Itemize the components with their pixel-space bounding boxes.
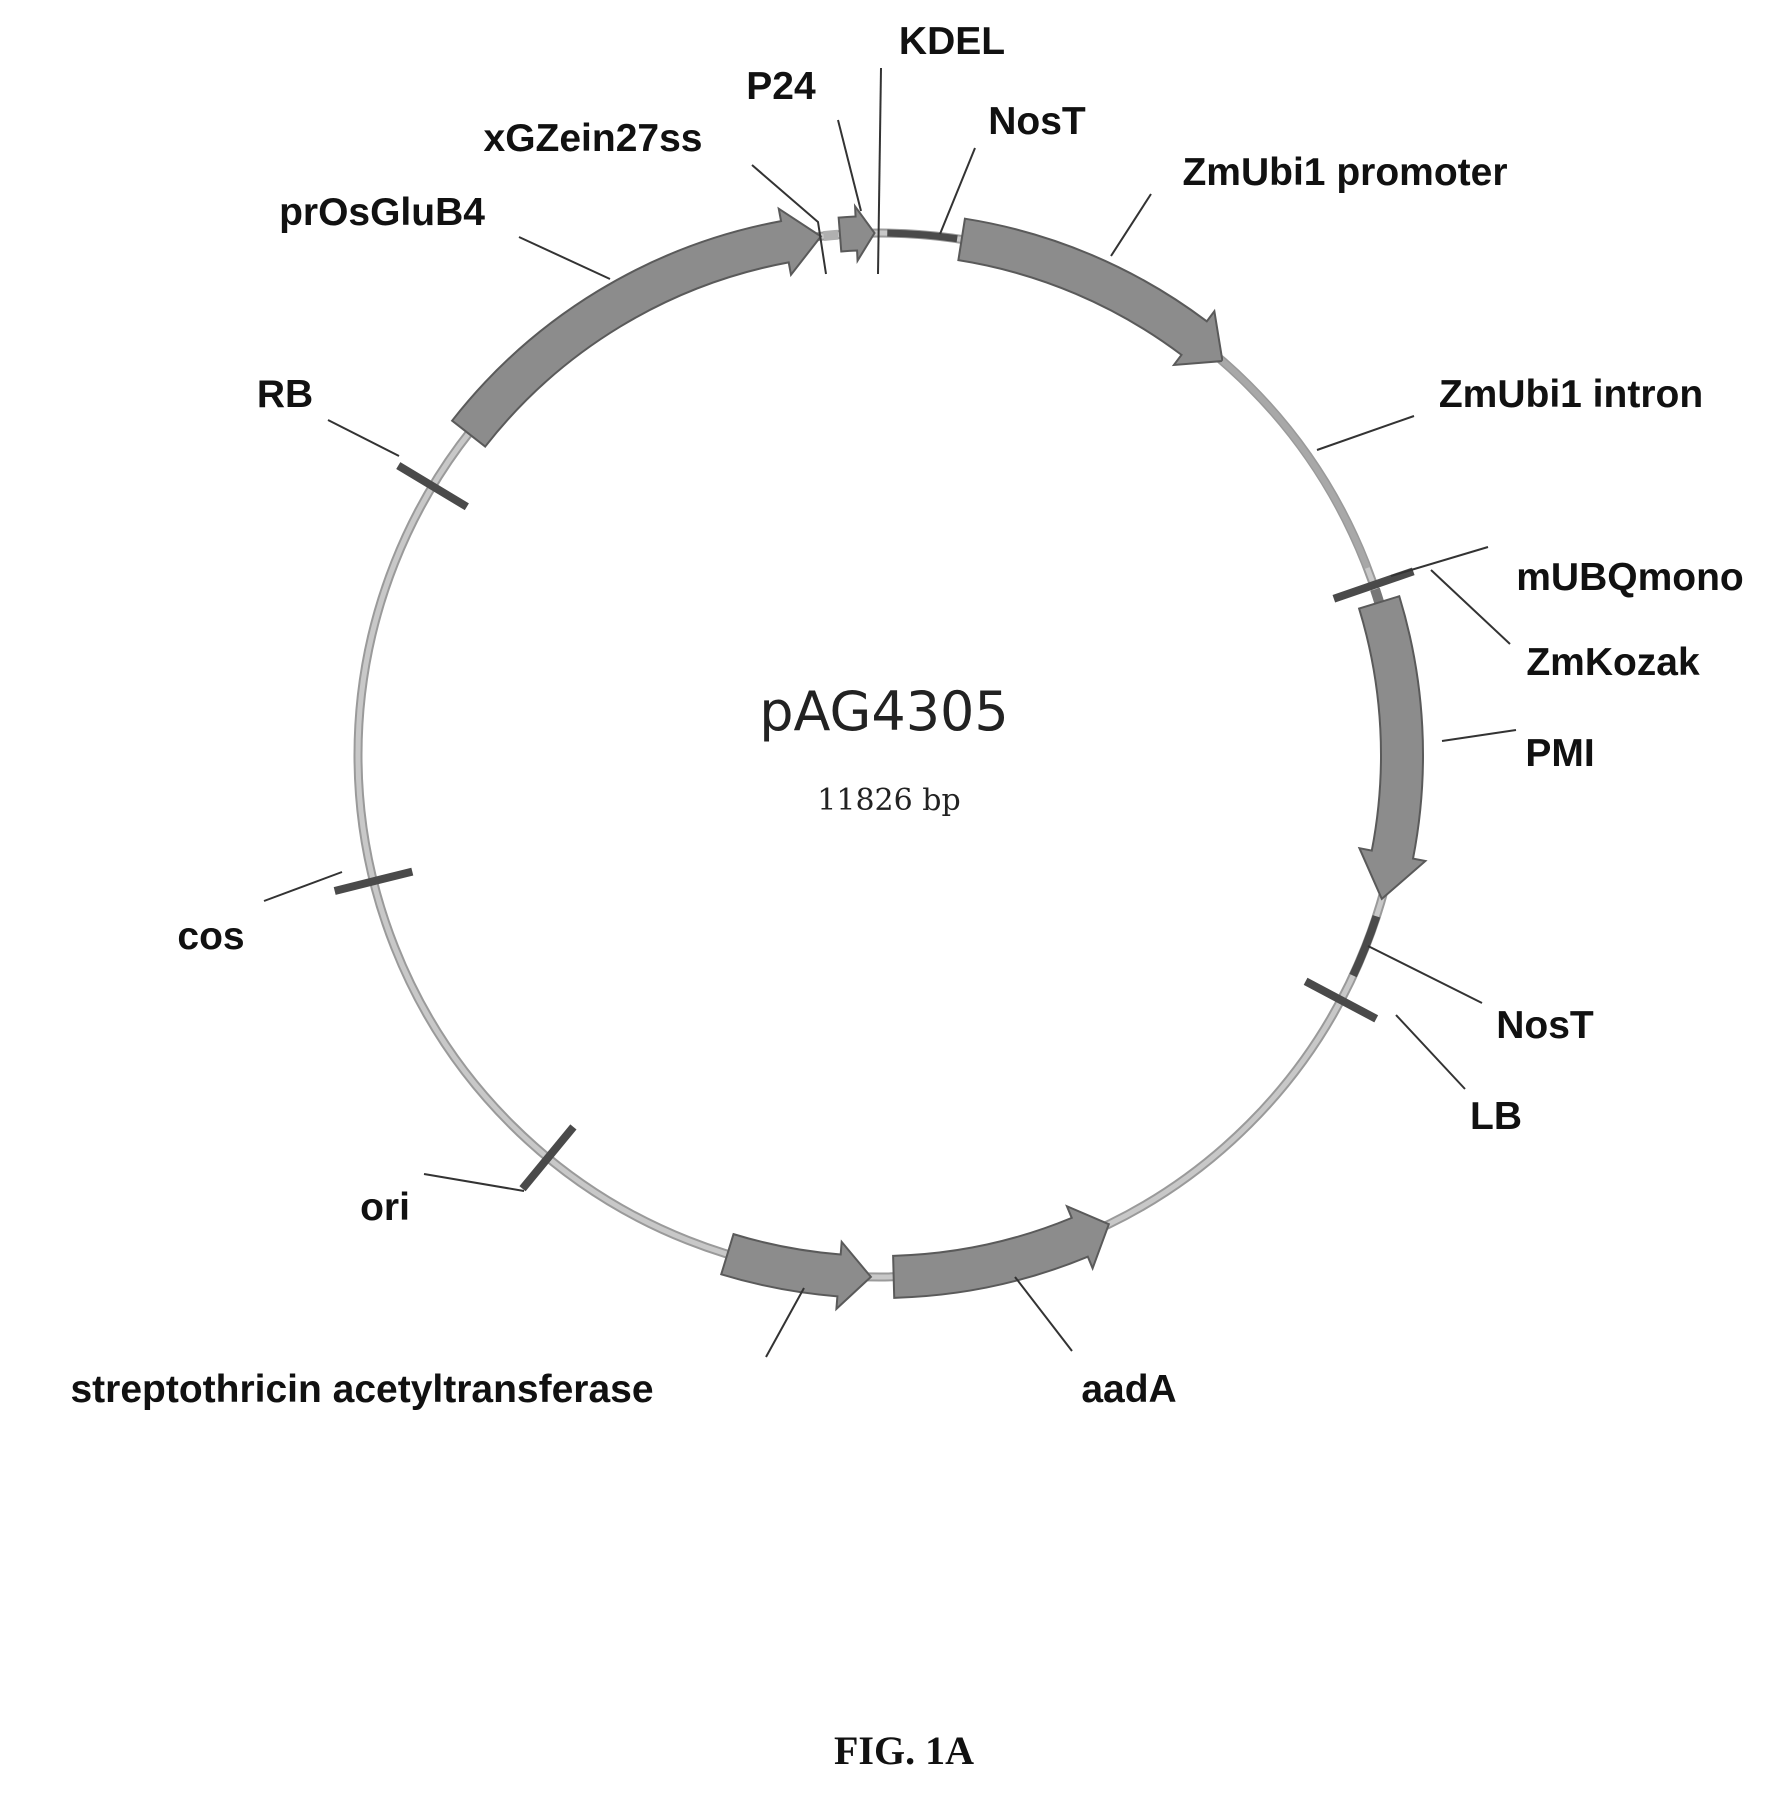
figure-label: FIG. 1A [834, 1728, 974, 1773]
feature-ZmUbi1-promoter-arrow [957, 217, 1224, 367]
label-xGZein27ss: xGZein27ss [484, 117, 703, 160]
leader-xGZein27ss [751, 164, 827, 275]
leader-RB [327, 419, 400, 457]
feature-ori-mark [519, 1124, 577, 1192]
leader-cos [263, 871, 343, 902]
label-PMI: PMI [1525, 732, 1594, 775]
leader-PMI [1441, 729, 1517, 742]
label-ori: ori [360, 1186, 410, 1229]
feature-cos-mark [333, 867, 414, 895]
label-ZmKozak: ZmKozak [1526, 641, 1700, 684]
feature-LB-mark [1303, 977, 1379, 1023]
feature-ZmUbi1-intron-mark [1220, 358, 1371, 570]
leader-ZmUbi1-promoter [1110, 193, 1152, 257]
feature-P24-arrow [837, 203, 876, 265]
plasmid-size: 11826 bp [817, 783, 960, 818]
feature-prOsGluB4-arrow [450, 206, 823, 448]
leader-NosT-top [939, 147, 976, 235]
leader-ori [423, 1173, 525, 1192]
label-ZmUbi1-intron: ZmUbi1 intron [1439, 373, 1703, 416]
label-cos: cos [177, 915, 244, 958]
leader-aadA [1014, 1276, 1073, 1352]
leader-LB [1395, 1014, 1466, 1090]
leader-KDEL [877, 67, 882, 275]
leader-streptothricin [765, 1287, 805, 1358]
label-ZmUbi1-promoter: ZmUbi1 promoter [1182, 151, 1507, 194]
label-RB: RB [257, 373, 313, 416]
feature-NosT-top-mark [887, 229, 958, 243]
feature-RB-mark [396, 462, 469, 511]
feature-aadA-arrow [892, 1204, 1111, 1299]
label-prOsGluB4: prOsGluB4 [279, 191, 485, 234]
leader-P24 [837, 119, 862, 212]
label-aadA: aadA [1081, 1368, 1176, 1411]
feature-NosT-right-mark [1349, 915, 1381, 978]
leader-ZmUbi1-intron [1316, 415, 1415, 451]
plasmid-name: pAG4305 [759, 680, 1009, 743]
label-LB: LB [1470, 1095, 1522, 1138]
leader-lines [263, 67, 1517, 1358]
feature-streptothricin-arrow [719, 1232, 873, 1312]
label-mUBQmono: mUBQmono [1516, 556, 1744, 599]
label-KDEL: KDEL [899, 20, 1005, 63]
feature-arrows [333, 203, 1428, 1312]
label-P24: P24 [746, 65, 816, 108]
leader-mUBQmono [1390, 546, 1489, 577]
label-NosT-top: NosT [988, 100, 1086, 143]
leader-ZmKozak [1430, 569, 1511, 645]
leader-NosT-right [1367, 945, 1483, 1004]
feature-ZmKozak-mark [1370, 587, 1384, 604]
feature-mUBQmono-mark [1332, 567, 1415, 603]
label-NosT-right: NosT [1496, 1004, 1594, 1047]
feature-xGZein27ss-mark [823, 229, 839, 242]
leader-prOsGluB4 [518, 236, 611, 280]
feature-PMI-arrow [1357, 594, 1428, 901]
label-streptothricin-acetyltransferase: streptothricin acetyltransferase [70, 1368, 653, 1411]
